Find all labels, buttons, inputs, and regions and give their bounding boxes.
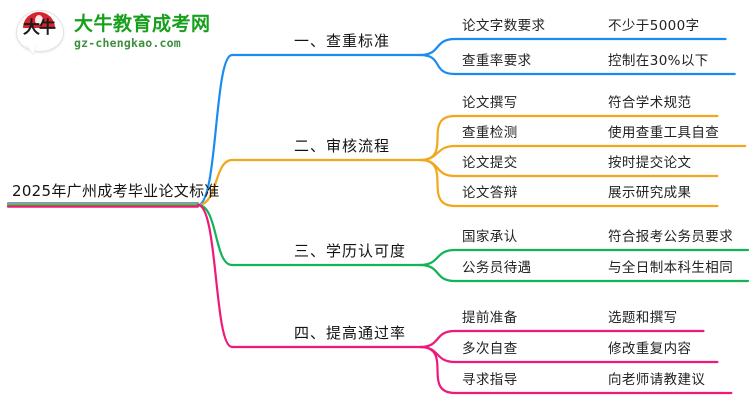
leaf-label-1-1: 论文字数要求 xyxy=(462,18,546,34)
branch-title-4: 四、提高通过率 xyxy=(294,324,407,342)
logo-url: gz-chengkao.com xyxy=(74,36,181,50)
leaf-value-2-2: 使用查重工具自查 xyxy=(608,125,720,141)
leaf-label-2-4: 论文答辩 xyxy=(462,185,518,201)
connector-path xyxy=(196,203,422,267)
leaf-label-3-2: 公务员待遇 xyxy=(462,260,532,276)
logo-bubble-icon: 大牛 xyxy=(14,8,66,56)
site-logo: 大牛 大牛教育成考网 gz-chengkao.com xyxy=(14,8,211,56)
connector-path xyxy=(418,263,457,283)
leaf-value-3-2: 与全日制本科生相同 xyxy=(608,260,734,276)
connector-path xyxy=(418,158,457,208)
leaf-label-4-3: 寻求指导 xyxy=(462,372,518,388)
branch-title-2: 二、审核流程 xyxy=(294,137,391,155)
logo-mark-text: 大牛 xyxy=(23,18,56,38)
leaf-value-4-1: 选题和撰写 xyxy=(608,310,678,326)
branch-title-1: 一、查重标准 xyxy=(294,32,391,50)
connector-path xyxy=(418,345,457,395)
connector-path xyxy=(196,158,422,207)
connector-path xyxy=(418,329,457,349)
leaf-label-2-1: 论文撰写 xyxy=(462,95,518,111)
leaf-value-2-4: 展示研究成果 xyxy=(608,185,692,201)
leaf-value-1-1: 不少于5000字 xyxy=(608,18,700,34)
leaf-value-2-3: 按时提交论文 xyxy=(608,155,692,171)
connector-path xyxy=(418,248,457,267)
connector-path xyxy=(418,37,457,57)
root-title: 2025年广州成考毕业论文标准 xyxy=(12,182,220,200)
logo-title: 大牛教育成考网 xyxy=(74,13,211,35)
leaf-label-3-1: 国家承认 xyxy=(462,229,518,245)
leaf-value-4-3: 向老师请教建议 xyxy=(608,372,706,388)
leaf-value-2-1: 符合学术规范 xyxy=(608,95,692,111)
leaf-label-1-2: 查重率要求 xyxy=(462,53,532,69)
connector-path xyxy=(196,203,422,349)
leaf-label-2-2: 查重检测 xyxy=(462,125,518,141)
leaf-value-1-2: 控制在30%以下 xyxy=(608,53,709,69)
connector-path xyxy=(418,53,457,76)
connector-path xyxy=(196,53,422,207)
leaf-label-4-1: 提前准备 xyxy=(462,310,518,326)
leaf-label-4-2: 多次自查 xyxy=(462,341,518,357)
leaf-value-4-2: 修改重复内容 xyxy=(608,341,692,357)
leaf-value-3-1: 符合报考公务员要求 xyxy=(608,229,734,245)
leaf-label-2-3: 论文提交 xyxy=(462,155,518,171)
branch-title-3: 三、学历认可度 xyxy=(294,242,407,260)
